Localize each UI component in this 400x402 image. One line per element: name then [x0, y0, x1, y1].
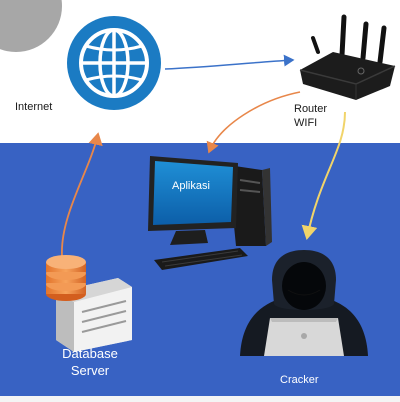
cracker-label: Cracker: [280, 374, 319, 386]
computer-icon: [148, 156, 272, 270]
arrow-database-internet: [61, 132, 103, 257]
database-label-line1: Database: [62, 346, 118, 361]
router-label-line1: Router: [294, 103, 328, 115]
globe-icon: [67, 16, 161, 110]
hacker-icon: [240, 250, 368, 356]
database-server-label: Database Server: [60, 345, 120, 379]
internet-label: Internet: [15, 101, 53, 113]
router-label-line2: WIFI: [294, 117, 318, 129]
database-server-icon: [46, 255, 132, 352]
router-icon: [299, 14, 396, 100]
arrow-router-cracker: [301, 111, 346, 240]
arrow-router-aplikasi: [206, 91, 301, 154]
aplikasi-label: Aplikasi: [172, 180, 210, 192]
bottom-strip: [0, 396, 400, 402]
router-label: Router WIFI: [294, 102, 327, 130]
database-label-line2: Server: [70, 363, 110, 378]
arrow-internet-router: [164, 54, 295, 70]
